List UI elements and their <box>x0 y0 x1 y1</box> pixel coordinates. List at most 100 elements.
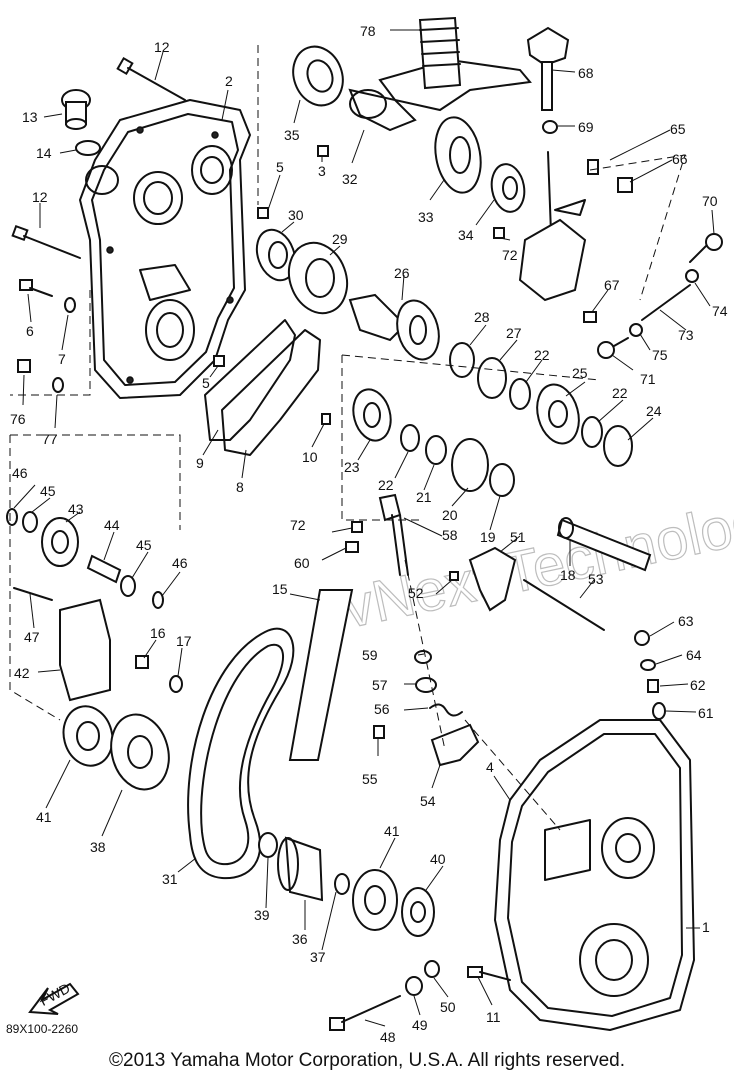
callout: 10 <box>302 449 318 465</box>
callout: 19 <box>480 529 496 545</box>
callout: 35 <box>284 127 300 143</box>
callout: 77 <box>42 431 58 447</box>
callout: 63 <box>678 613 694 629</box>
callout: 5 <box>276 159 284 175</box>
rod-end-70 <box>689 233 723 263</box>
callout: 67 <box>604 277 620 293</box>
shaft-18 <box>556 517 652 572</box>
callout: 74 <box>712 303 728 319</box>
primary-shaft-32 <box>348 88 417 132</box>
callout: 3 <box>318 163 326 179</box>
callout: 54 <box>420 793 436 809</box>
callout: 72 <box>290 517 306 533</box>
callout: 72 <box>502 247 518 263</box>
pin-52 <box>449 571 459 581</box>
callout: 20 <box>442 507 458 523</box>
washer-45b <box>120 575 136 597</box>
shift-shaft-58 <box>378 493 409 576</box>
bearing-30 <box>255 228 297 282</box>
callout: 65 <box>670 121 686 137</box>
ball-61 <box>652 702 666 720</box>
washer-50 <box>424 960 440 978</box>
washer-17 <box>169 675 183 693</box>
o-ring-14 <box>75 140 101 156</box>
spring-62 <box>647 679 659 693</box>
callout: 60 <box>294 555 310 571</box>
collar-39 <box>258 832 278 858</box>
shift-arm-assembly <box>518 151 633 302</box>
callout: 24 <box>646 403 662 419</box>
callout: 57 <box>372 677 388 693</box>
bearing-29 <box>287 241 349 315</box>
callout: 40 <box>430 851 446 867</box>
callout: 8 <box>236 479 244 495</box>
callout: 48 <box>380 1029 396 1045</box>
callout: 69 <box>578 119 594 135</box>
callout: 52 <box>408 585 424 601</box>
secondary-shaft-26 <box>348 293 440 361</box>
right-case <box>494 719 695 1031</box>
callout: 16 <box>150 625 166 641</box>
callout: 46 <box>12 465 28 481</box>
callout: 4 <box>486 759 494 775</box>
callout: 6 <box>26 323 34 339</box>
callout: 17 <box>176 633 192 649</box>
shift-knob <box>526 26 570 111</box>
dowel-3 <box>317 145 329 157</box>
callout: 18 <box>560 567 576 583</box>
gear-23 <box>352 388 392 442</box>
bolt-48 <box>329 995 401 1031</box>
callout: 7 <box>58 351 66 367</box>
callout: 59 <box>362 647 378 663</box>
dowel-10 <box>321 413 331 425</box>
callout: 75 <box>652 347 668 363</box>
bolt-67 <box>583 311 597 323</box>
drawing-code: 89X100-2260 <box>6 1022 79 1036</box>
washer-77 <box>52 377 64 393</box>
callout: 13 <box>22 109 38 125</box>
washer-7 <box>64 297 76 313</box>
callout: 47 <box>24 629 40 645</box>
callout: 41 <box>384 823 400 839</box>
rubber-boot <box>378 16 532 112</box>
leader-lines <box>13 29 715 1027</box>
nut-72-top <box>493 227 505 239</box>
bolt-55 <box>373 725 385 739</box>
callout: 66 <box>672 151 688 167</box>
callout: 78 <box>360 23 376 39</box>
callout: 2 <box>225 73 233 89</box>
callout: 31 <box>162 871 178 887</box>
callout: 61 <box>698 705 714 721</box>
circlip-46b <box>152 591 164 609</box>
callout: 22 <box>378 477 394 493</box>
collar-21 <box>425 435 447 465</box>
drive-chain-31 <box>187 627 295 880</box>
callout: 73 <box>678 327 694 343</box>
callout: 29 <box>332 231 348 247</box>
callout: 41 <box>36 809 52 825</box>
callout: 32 <box>342 171 358 187</box>
chain-guide-15 <box>288 589 354 761</box>
callout: 50 <box>440 999 456 1015</box>
callout: 71 <box>640 371 656 387</box>
sprocket-36 <box>277 836 324 902</box>
nut-69 <box>542 120 558 134</box>
bolt-12-top <box>116 56 186 101</box>
gear-25 <box>536 383 580 445</box>
callout: 5 <box>202 375 210 391</box>
callout: 45 <box>40 483 56 499</box>
gear-20 <box>451 438 489 492</box>
callout: 22 <box>612 385 628 401</box>
callout: 46 <box>172 555 188 571</box>
fwd-arrow: FWD <box>28 980 80 1015</box>
rod-end-71 <box>597 337 629 359</box>
bearing-27 <box>477 357 507 399</box>
spring-56 <box>429 703 463 717</box>
dowel-5 <box>257 207 269 219</box>
callout: 42 <box>14 665 30 681</box>
washer-37 <box>334 873 350 895</box>
callout: 14 <box>36 145 52 161</box>
bearing-24 <box>603 425 633 467</box>
washer-57 <box>415 677 437 693</box>
shift-fork-51 <box>468 546 517 612</box>
